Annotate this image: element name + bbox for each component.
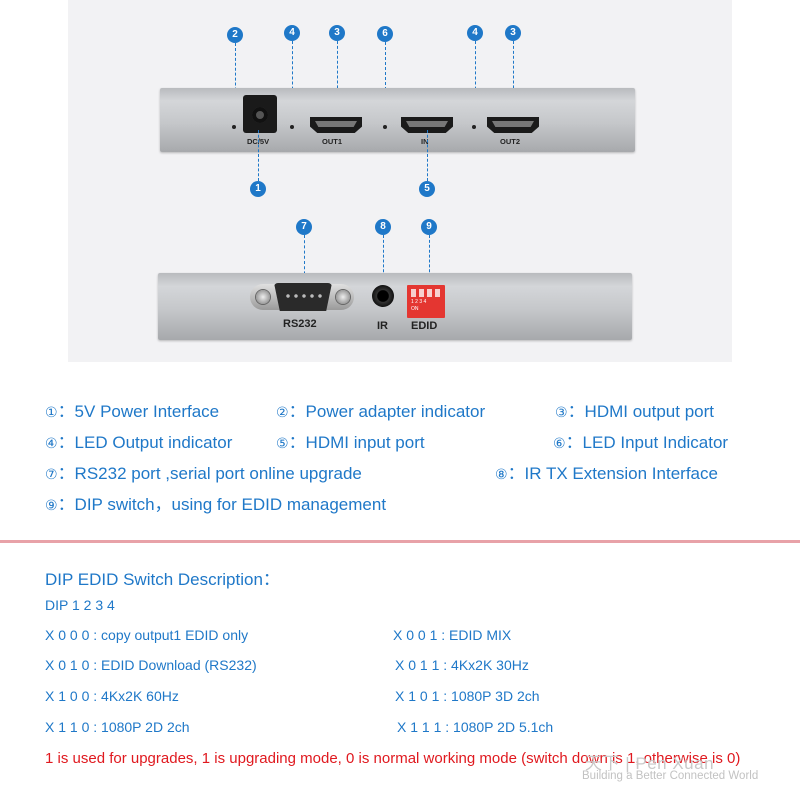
callout-leader (258, 130, 259, 181)
callout-3: 3 (329, 25, 345, 41)
section-divider (0, 540, 800, 543)
dip-row: X 0 0 0 : copy output1 EDID only (45, 627, 249, 643)
hdmi-out1-port (310, 117, 362, 133)
dip-row: X 1 1 0 : 1080P 2D 2ch (45, 719, 190, 735)
dip-title: DIP EDID Switch Description： (45, 570, 280, 589)
callout-leader (427, 130, 428, 181)
callout-leader (475, 41, 476, 125)
dip-note: 1 is used for upgrades, 1 is upgrading m… (45, 750, 741, 767)
callout-leader (235, 43, 236, 125)
callout-8: 8 (375, 219, 391, 235)
input-indicator-led (383, 125, 387, 129)
out2-port-label: OUT2 (500, 137, 521, 146)
power-indicator-led (232, 125, 236, 129)
dip-slot (411, 289, 416, 297)
legend-item-5: ⑤：HDMI input port (276, 433, 425, 452)
device-front-panel (160, 88, 635, 152)
output-indicator-led (472, 125, 476, 129)
dip-number-labels: 1 2 3 4 (411, 299, 427, 305)
hdmi-out2-port (487, 117, 539, 133)
dip-row: X 1 0 0 : 4Kx2K 60Hz (45, 688, 179, 704)
dip-row: X 0 1 1 : 4Kx2K 30Hz (395, 657, 529, 673)
rs232-label: RS232 (283, 318, 317, 330)
dip-slot (427, 289, 432, 297)
callout-leader (429, 235, 430, 287)
product-diagram: 2 4 3 6 4 3 DC/5V OUT1 IN OUT2 1 5 7 8 9… (0, 0, 800, 540)
callout-leader (337, 41, 338, 118)
callout-4: 4 (467, 25, 483, 41)
dip-switch: 1 2 3 4 ON (407, 285, 445, 318)
callout-leader (383, 235, 384, 287)
rs232-port (274, 283, 332, 311)
ir-label: IR (377, 320, 388, 332)
dip-row: X 0 1 0 : EDID Download (RS232) (45, 657, 257, 673)
legend-item-3: ③：HDMI output port (555, 402, 715, 421)
watermark-logo: 天下 | Pen Xuan (585, 754, 715, 773)
dip-slot (435, 289, 440, 297)
dip-slot (419, 289, 424, 297)
ir-port (372, 285, 394, 307)
legend-item-1: ①：5V Power Interface (45, 402, 220, 421)
callout-2: 2 (227, 27, 243, 43)
callout-1: 1 (250, 181, 266, 197)
callout-9: 9 (421, 219, 437, 235)
callout-7: 7 (296, 219, 312, 235)
dc-power-jack (243, 95, 277, 133)
callout-6: 6 (377, 26, 393, 42)
dip-row: X 1 0 1 : 1080P 3D 2ch (395, 688, 540, 704)
device-rear-panel (158, 273, 632, 340)
callout-leader (513, 41, 514, 118)
screw-icon (336, 290, 350, 304)
out1-port-label: OUT1 (322, 137, 343, 146)
legend-item-8: ⑧：IR TX Extension Interface (495, 464, 718, 483)
callout-3: 3 (505, 25, 521, 41)
screw-icon (256, 290, 270, 304)
callout-5: 5 (419, 181, 435, 197)
dip-row: X 0 0 1 : EDID MIX (393, 627, 512, 643)
legend-item-7: ⑦：RS232 port ,serial port online upgrade (45, 464, 362, 483)
edid-label: EDID (411, 320, 438, 332)
legend-item-6: ⑥：LED Input Indicator (553, 433, 729, 452)
callout-leader (304, 235, 305, 290)
watermark-tagline: Building a Better Connected World (582, 770, 759, 782)
legend-item-2: ②：Power adapter indicator (276, 402, 486, 421)
callout-leader (385, 42, 386, 125)
in-port-label: IN (421, 137, 429, 146)
hdmi-in-port (401, 117, 453, 133)
legend-item-9: ⑨：DIP switch，using for EDID management (45, 495, 387, 514)
callout-leader (292, 41, 293, 125)
legend-item-4: ④：LED Output indicator (45, 433, 233, 452)
dip-row: X 1 1 1 : 1080P 2D 5.1ch (397, 719, 554, 735)
callout-4: 4 (284, 25, 300, 41)
dip-subtitle: DIP 1 2 3 4 (45, 597, 115, 613)
dip-on-label: ON (411, 306, 419, 312)
output-indicator-led (290, 125, 294, 129)
